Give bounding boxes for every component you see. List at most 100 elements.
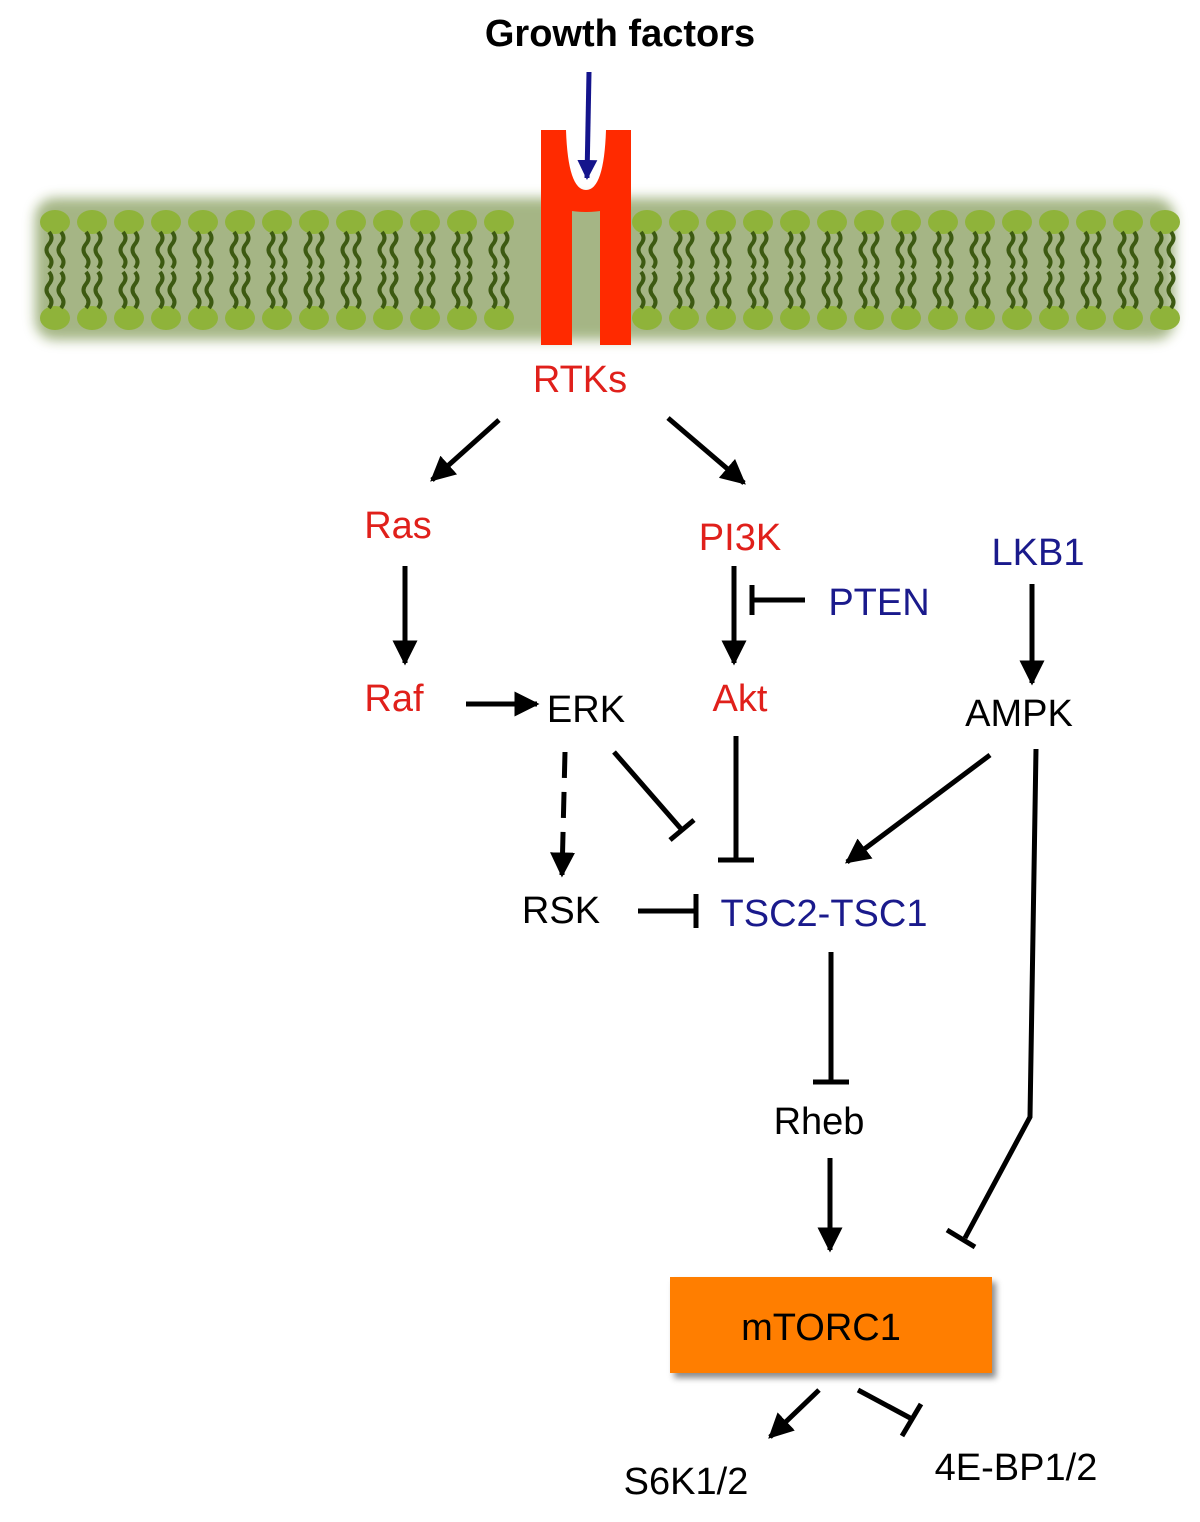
lipid-tail xyxy=(451,270,461,310)
lipid-tail xyxy=(648,270,658,310)
lipid-head xyxy=(373,306,403,330)
lipid-tail xyxy=(488,230,498,270)
lipid-tail xyxy=(648,230,658,270)
inhibit-ampk-mtorc1 xyxy=(945,748,1039,1250)
lipid-head xyxy=(373,210,403,234)
lipid-head xyxy=(1150,210,1180,234)
lipid-head xyxy=(706,210,736,234)
lipid-tail xyxy=(463,270,473,310)
inhibit-tsc-rheb xyxy=(813,952,849,1085)
lipid-tail xyxy=(833,270,843,310)
lipid-head xyxy=(891,306,921,330)
inhibit-rsk-tsc xyxy=(638,894,699,928)
inhibit-mtorc1-4ebp xyxy=(856,1387,924,1438)
lipid-tail xyxy=(192,230,202,270)
lipid-tail xyxy=(93,270,103,310)
lipid-tail xyxy=(1092,270,1102,310)
lipid-tail xyxy=(278,230,288,270)
lipid-tail xyxy=(1055,270,1065,310)
lipid-tail xyxy=(722,270,732,310)
lipid-tail xyxy=(315,270,325,310)
lipid-tail xyxy=(685,270,695,310)
lipid-head xyxy=(706,306,736,330)
lipid-tail xyxy=(389,230,399,270)
lipid-tail xyxy=(821,230,831,270)
lipid-tail xyxy=(451,230,461,270)
lipid-head xyxy=(632,306,662,330)
lipid-head xyxy=(188,210,218,234)
lipid-tail xyxy=(241,230,251,270)
cell-membrane xyxy=(35,198,1180,340)
node-pten: PTEN xyxy=(828,582,930,624)
lipid-tail xyxy=(389,270,399,310)
lipid-head xyxy=(336,210,366,234)
lipid-head xyxy=(965,306,995,330)
lipid-tail xyxy=(636,270,646,310)
lipid-head xyxy=(410,210,440,234)
lipid-tail xyxy=(1166,270,1176,310)
lipid-head xyxy=(410,306,440,330)
lipid-tail xyxy=(118,270,128,310)
lipid-tail xyxy=(352,230,362,270)
lipid-tail xyxy=(944,270,954,310)
lipid-tail xyxy=(414,270,424,310)
lipid-tail xyxy=(907,230,917,270)
lipid-head xyxy=(928,210,958,234)
lipid-head xyxy=(1039,210,1069,234)
arrow-ampk-tsc xyxy=(844,752,992,865)
lipid-head xyxy=(1002,210,1032,234)
lipid-tail xyxy=(118,230,128,270)
arrow-rtks-ras xyxy=(430,418,501,482)
node-4ebp: 4E-BP1/2 xyxy=(934,1447,1098,1489)
lipid-tail xyxy=(204,270,214,310)
arrow-mtorc1-s6k xyxy=(768,1388,821,1439)
activation-arrows xyxy=(392,416,1045,1439)
node-pi3k: PI3K xyxy=(698,517,782,559)
lipid-tail xyxy=(340,230,350,270)
lipid-head xyxy=(854,306,884,330)
lipid-tail xyxy=(784,230,794,270)
lipid-head xyxy=(262,210,292,234)
lipid-tail xyxy=(463,230,473,270)
lipid-tail xyxy=(944,230,954,270)
lipid-tail xyxy=(858,230,868,270)
lipid-tail xyxy=(488,270,498,310)
node-rtks: RTKs xyxy=(532,359,628,401)
lipid-tail xyxy=(130,230,140,270)
lipid-tail xyxy=(278,270,288,310)
lipid-tail xyxy=(1129,270,1139,310)
rtk-receptor xyxy=(541,130,631,345)
lipid-head xyxy=(40,306,70,330)
lipid-head xyxy=(225,210,255,234)
lipid-head xyxy=(299,306,329,330)
lipid-tail xyxy=(315,230,325,270)
node-rsk: RSK xyxy=(521,890,601,932)
node-raf: Raf xyxy=(364,678,424,720)
lipid-tail xyxy=(44,230,54,270)
lipid-tail xyxy=(241,270,251,310)
mtorc1-box xyxy=(670,1277,992,1373)
lipid-tail xyxy=(204,230,214,270)
arrow-erk-rsk xyxy=(550,751,576,878)
lipid-head xyxy=(817,210,847,234)
lipid-tail xyxy=(870,230,880,270)
lipid-tail xyxy=(155,270,165,310)
lipid-head xyxy=(854,210,884,234)
lipid-head xyxy=(447,210,477,234)
lipid-tail xyxy=(81,230,91,270)
lipid-tail xyxy=(1055,230,1065,270)
lipid-tail xyxy=(155,230,165,270)
lipid-head xyxy=(1113,210,1143,234)
lipid-tail xyxy=(352,270,362,310)
lipid-tail xyxy=(833,230,843,270)
growth-factor-arrow xyxy=(577,71,598,180)
lipid-head xyxy=(225,306,255,330)
lipid-tail xyxy=(1154,270,1164,310)
lipid-tail xyxy=(821,270,831,310)
node-lkb1: LKB1 xyxy=(991,532,1085,574)
lipid-tail xyxy=(229,230,239,270)
lipid-tail xyxy=(1154,230,1164,270)
lipid-tail xyxy=(784,270,794,310)
lipid-tail xyxy=(710,270,720,310)
lipid-tail xyxy=(673,270,683,310)
